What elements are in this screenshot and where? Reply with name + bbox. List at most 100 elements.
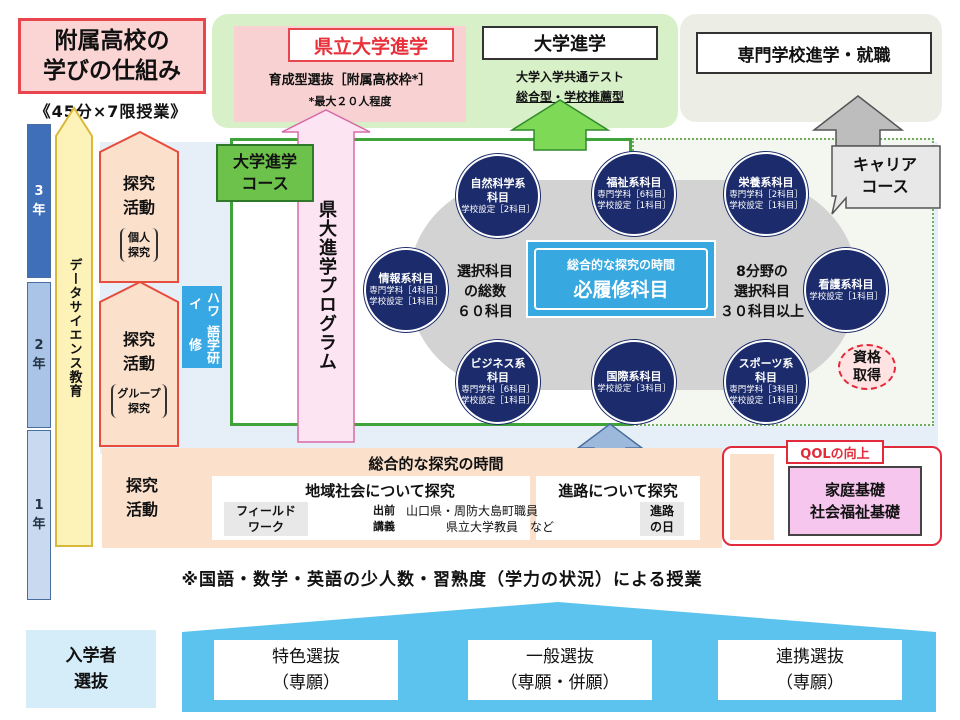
field-sub-1: 専門学科［3科目］ bbox=[729, 385, 803, 395]
university-arrow bbox=[509, 99, 611, 151]
field-sub-1: 学校設定［1科目］ bbox=[809, 291, 883, 302]
career-inquiry-title: 進路について探究 bbox=[558, 481, 678, 500]
field-title-1: スポーツ系 bbox=[738, 357, 794, 370]
core-title: 総合的な探究の時間 bbox=[566, 258, 675, 272]
inquiry-g3-a: 探究 bbox=[122, 174, 155, 193]
admission-label-1: 入学者 bbox=[65, 646, 117, 666]
field-sub-1: 学校設定［3科目］ bbox=[597, 383, 671, 394]
inquiry-g3-b: 活動 bbox=[122, 198, 155, 217]
core-main: 必履修科目 bbox=[573, 279, 669, 301]
prefectural-university-title: 県立大学進学 bbox=[288, 28, 454, 62]
dispatch-lecture-tag: 出前 講義 bbox=[364, 502, 404, 536]
field-title-1: 国際系科目 bbox=[606, 369, 662, 383]
qol-subjects: 家庭基礎 社会福祉基礎 bbox=[788, 466, 922, 536]
bracket-g3-2: 探究 bbox=[128, 246, 150, 259]
title-line-2: 学びの仕組み bbox=[43, 58, 181, 84]
career-day-tag: 進路 の日 bbox=[640, 502, 684, 536]
selection-left-3: ６０科目 bbox=[457, 304, 513, 320]
vocational-arrow bbox=[811, 95, 905, 147]
license-line-2: 取得 bbox=[853, 368, 881, 384]
license-line-1: 資格 bbox=[853, 350, 881, 366]
field-title-2: 科目 bbox=[487, 190, 509, 204]
diagram-title: 附属高校の 学びの仕組み bbox=[18, 18, 206, 94]
field-sub-2: 学校設定［1科目］ bbox=[369, 297, 443, 307]
field-circle: スポーツ系 科目 専門学科［3科目］ 学校設定［1科目］ bbox=[724, 340, 808, 424]
university-course-callout: 大学進学 コース bbox=[216, 144, 314, 202]
field-sub-1: 学校設定［2科目］ bbox=[461, 204, 535, 215]
admission-type: （専願・併願） bbox=[500, 673, 620, 693]
field-title-1: 看護系科目 bbox=[818, 277, 874, 291]
field-title-1: 情報系科目 bbox=[378, 272, 434, 285]
admission-name: 連携選抜 bbox=[776, 647, 844, 667]
university-common-test: 大学入学共通テスト bbox=[515, 69, 624, 84]
field-sub-1: 専門学科［2科目］ bbox=[729, 190, 803, 200]
inquiry-grade3: 探究 活動 個人 探究 bbox=[100, 152, 178, 282]
univ-course-line-2: コース bbox=[241, 174, 289, 193]
field-circle: 栄養系科目 専門学科［2科目］ 学校設定［1科目］ bbox=[724, 152, 808, 236]
admission-type-box: 一般選抜 （専願・併願） bbox=[468, 640, 652, 700]
field-work-2: ワーク bbox=[247, 520, 284, 534]
field-circle: 福祉系科目 専門学科［6科目］ 学校設定［1科目］ bbox=[592, 152, 676, 236]
grade-2-label: 2年 bbox=[27, 282, 51, 428]
grade-3-label: 3年 bbox=[27, 124, 51, 278]
hawaii-language-training: ハワイ 語学研修 bbox=[182, 286, 222, 368]
lecturers-1: 山口県・周防大島町職員 bbox=[406, 504, 539, 518]
field-sub-1: 専門学科［6科目］ bbox=[597, 190, 671, 200]
field-title-1: 福祉系科目 bbox=[606, 176, 662, 189]
admission-label-2: 選抜 bbox=[74, 672, 108, 692]
field-title-1: 自然科学系 bbox=[470, 176, 526, 190]
selection-left-1: 選択科目 bbox=[457, 264, 513, 280]
license-badge: 資格 取得 bbox=[838, 344, 896, 390]
dispatch-2: 講義 bbox=[373, 520, 395, 533]
hawaii-line-1: ハワイ bbox=[186, 290, 219, 317]
group-bracket: グループ 探究 bbox=[111, 384, 167, 418]
prefectural-university-note: *最大２０人程度 bbox=[308, 95, 392, 108]
field-sub-2: 学校設定［1科目］ bbox=[729, 396, 803, 406]
university-title: 大学進学 bbox=[482, 26, 658, 60]
individual-bracket: 個人 探究 bbox=[120, 228, 158, 262]
bracket-g2-1: グループ bbox=[117, 387, 161, 400]
field-sub-2: 学校設定［1科目］ bbox=[461, 396, 535, 406]
field-sub-2: 学校設定［1科目］ bbox=[729, 201, 803, 211]
selection-eight-fields: 8分野の 選択科目 ３０科目以上 bbox=[712, 260, 812, 324]
qol-strip bbox=[730, 454, 774, 540]
selection-left-2: の総数 bbox=[464, 284, 506, 300]
field-title-1: ビジネス系 bbox=[470, 357, 526, 370]
inquiry-g1-a: 探究 bbox=[125, 476, 158, 495]
field-sub-2: 学校設定［1科目］ bbox=[597, 201, 671, 211]
small-class-note: ※国語・数学・英語の少人数・習熟度（学力の状況）による授業 bbox=[181, 569, 703, 590]
regional-inquiry-title: 地域社会について探究 bbox=[305, 481, 455, 500]
field-title-2: 科目 bbox=[755, 371, 777, 384]
inquiry-g2-a: 探究 bbox=[122, 330, 155, 349]
data-science-arrow bbox=[55, 106, 93, 547]
field-circle: 自然科学系 科目 学校設定［2科目］ bbox=[456, 154, 540, 238]
inquiry-grade3-arrow bbox=[99, 130, 179, 283]
career-course-callout: キャリア コース bbox=[830, 144, 940, 208]
core-subject-box bbox=[526, 240, 716, 318]
field-sub-1: 専門学科［6科目］ bbox=[461, 385, 535, 395]
university-recommendation: 総合型・学校推薦型 bbox=[515, 89, 624, 104]
field-title-1: 栄養系科目 bbox=[738, 176, 794, 189]
career-day-2: の日 bbox=[649, 520, 674, 534]
bracket-g3-1: 個人 bbox=[128, 231, 150, 244]
inquiry-grade2-arrow bbox=[99, 280, 179, 447]
grade-1-label: 1年 bbox=[27, 430, 51, 600]
career-course-line-2: コース bbox=[861, 177, 909, 196]
selection-right-1: 8分野の bbox=[736, 264, 788, 280]
admission-label: 入学者 選抜 bbox=[26, 630, 156, 708]
program-label: 県大進学プログラム bbox=[316, 199, 337, 371]
field-title-2: 科目 bbox=[487, 371, 509, 384]
field-circle: ビジネス系 科目 専門学科［6科目］ 学校設定［1科目］ bbox=[456, 340, 540, 424]
qol-line-2: 社会福祉基礎 bbox=[809, 503, 900, 521]
admission-type-box: 特色選抜 （専願） bbox=[214, 640, 398, 700]
admission-type: （専願） bbox=[776, 673, 844, 693]
inquiry-g1-b: 活動 bbox=[125, 500, 158, 519]
selection-total: 選択科目 の総数 ６０科目 bbox=[444, 260, 526, 324]
qol-title: QOLの向上 bbox=[786, 440, 884, 464]
field-work-1: フィールド bbox=[236, 504, 296, 518]
inquiry-grade1: 探究 活動 bbox=[104, 450, 180, 546]
admission-type: （専願） bbox=[272, 673, 340, 693]
dispatch-1: 出前 bbox=[373, 504, 395, 517]
lecturers-list: 山口県・周防大島町職員 県立大学教員 など bbox=[406, 502, 590, 536]
